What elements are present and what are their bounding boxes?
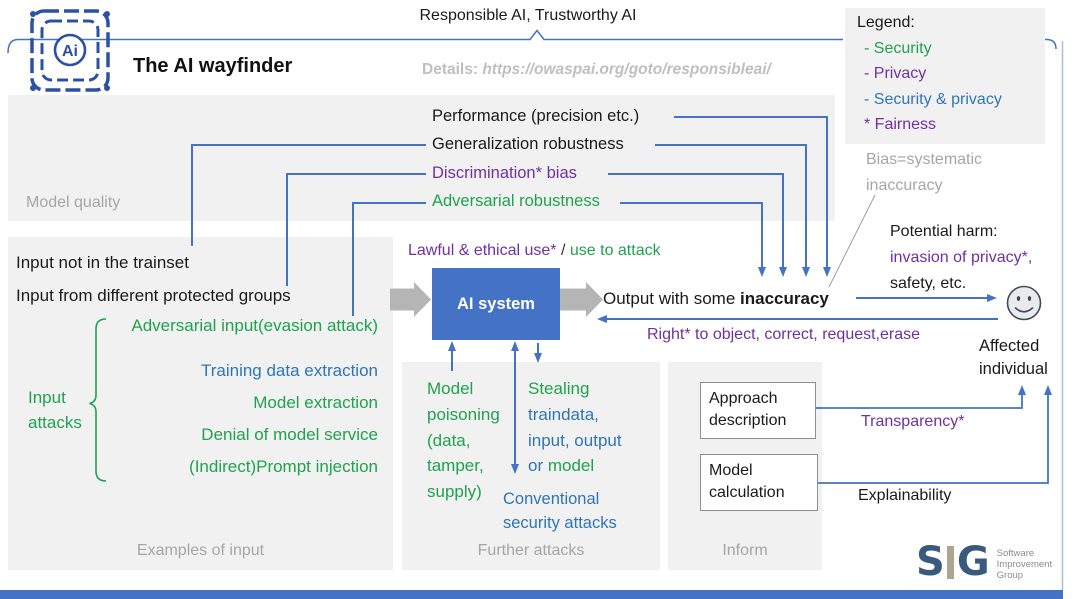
ai-system-box: AI system [432, 268, 560, 340]
owasp-ai-logo-icon: Ai [30, 9, 110, 92]
rights-line: Right* to object, correct, request,erase [647, 326, 921, 343]
affected-individual-label: Affected individual [979, 337, 1048, 378]
examples-of-input-label: Examples of input [136, 542, 265, 559]
denial-of-model-service: Denial of model service [201, 425, 378, 444]
details-url: https://owaspai.org/goto/responsibleai/ [482, 61, 771, 78]
adversarial-input: Adversarial input(evasion attack) [131, 316, 378, 335]
details-line: Details: https://owaspai.org/goto/respon… [422, 61, 771, 79]
legend-item-fairness: * Fairness [864, 116, 937, 133]
further-attacks-panel [402, 362, 660, 570]
conventional-security-attacks: Conventional security attacks [503, 490, 617, 532]
output-line: Output with some inaccuracy [603, 289, 829, 308]
legend-item-security: - Security [864, 40, 932, 57]
model-quality-panel [8, 95, 835, 221]
legend-item-security-privacy: - Security & privacy [864, 91, 1002, 108]
legend-title: Legend: [857, 14, 915, 31]
legend-item-privacy: - Privacy [864, 65, 927, 82]
inform-arrows [806, 385, 1052, 484]
sig-company-name: Software Improvement Group [996, 548, 1053, 581]
examples-of-input-panel [8, 237, 393, 570]
logo-ai-text: Ai [62, 43, 78, 60]
sig-s-letter: S [916, 539, 945, 585]
lawful-use-line: Lawful & ethical use* / use to attack [408, 242, 661, 259]
sig-logo: S G Software Improvement Group [916, 539, 1053, 585]
prompt-injection: (Indirect)Prompt injection [189, 457, 378, 476]
bias-callout-line [828, 194, 876, 288]
banner-title: Responsible AI, Trustworthy AI [419, 7, 637, 24]
sig-bar-icon [946, 546, 954, 579]
potential-harm: Potential harm: invasion of privacy*, sa… [890, 223, 1033, 292]
inaccuracy-word: inaccuracy [740, 289, 829, 308]
explainability-label: Explainability [858, 487, 952, 504]
page-title: The AI wayfinder [133, 55, 293, 77]
model-quality-label: Model quality [26, 194, 121, 211]
mq-generalization: Generalization robustness [432, 135, 624, 153]
inform-label: Inform [722, 542, 768, 559]
model-calculation-box: Model calculation [700, 454, 818, 511]
mq-discrimination: Discrimination* bias [432, 164, 577, 182]
model-extraction: Model extraction [253, 393, 378, 412]
legend-panel [845, 8, 1045, 144]
input-not-in-trainset: Input not in the trainset [16, 253, 189, 272]
approach-description-box: Approach description [700, 382, 816, 439]
sig-g-letter: G [956, 539, 990, 585]
stealing-attack: Stealing traindata, input, output or mod… [528, 379, 622, 476]
model-poisoning: Model poisoning (data, tamper, supply) [427, 379, 500, 502]
mq-performance: Performance (precision etc.) [432, 107, 640, 125]
bottom-border-bar [0, 590, 1063, 599]
input-attacks-label: Input attacks [28, 388, 82, 432]
training-data-extraction: Training data extraction [200, 361, 378, 380]
details-label: Details: [422, 61, 483, 78]
bias-note: Bias=systematic inaccuracy [866, 151, 983, 194]
transparency-label: Transparency* [861, 413, 965, 430]
mq-adversarial: Adversarial robustness [432, 192, 600, 210]
further-attacks-label: Further attacks [477, 542, 585, 559]
input-protected-groups: Input from different protected groups [16, 286, 291, 305]
